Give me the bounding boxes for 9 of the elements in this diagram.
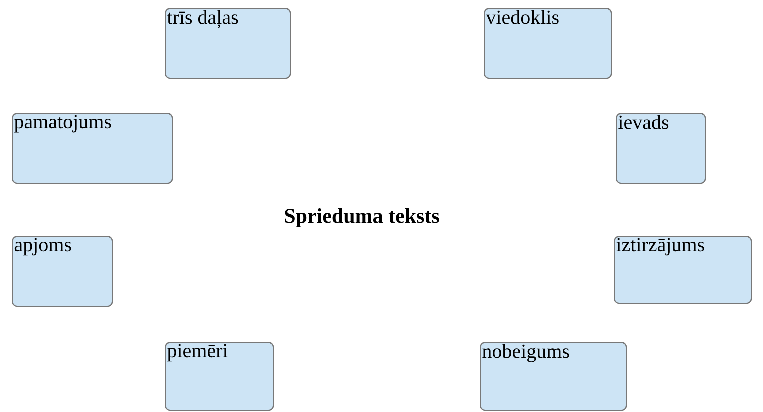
text-box: viedoklis: [484, 8, 612, 80]
text-box: nobeigums: [480, 342, 628, 412]
text-box: piemēri: [165, 342, 274, 412]
text-box: apjoms: [12, 236, 114, 308]
text-box: trīs daļas: [165, 8, 292, 80]
text-box: ievads: [616, 113, 706, 184]
text-box: iztirzājums: [614, 236, 752, 304]
heading: Sprieduma teksts: [285, 208, 440, 228]
text-box: pamatojums: [12, 113, 174, 184]
